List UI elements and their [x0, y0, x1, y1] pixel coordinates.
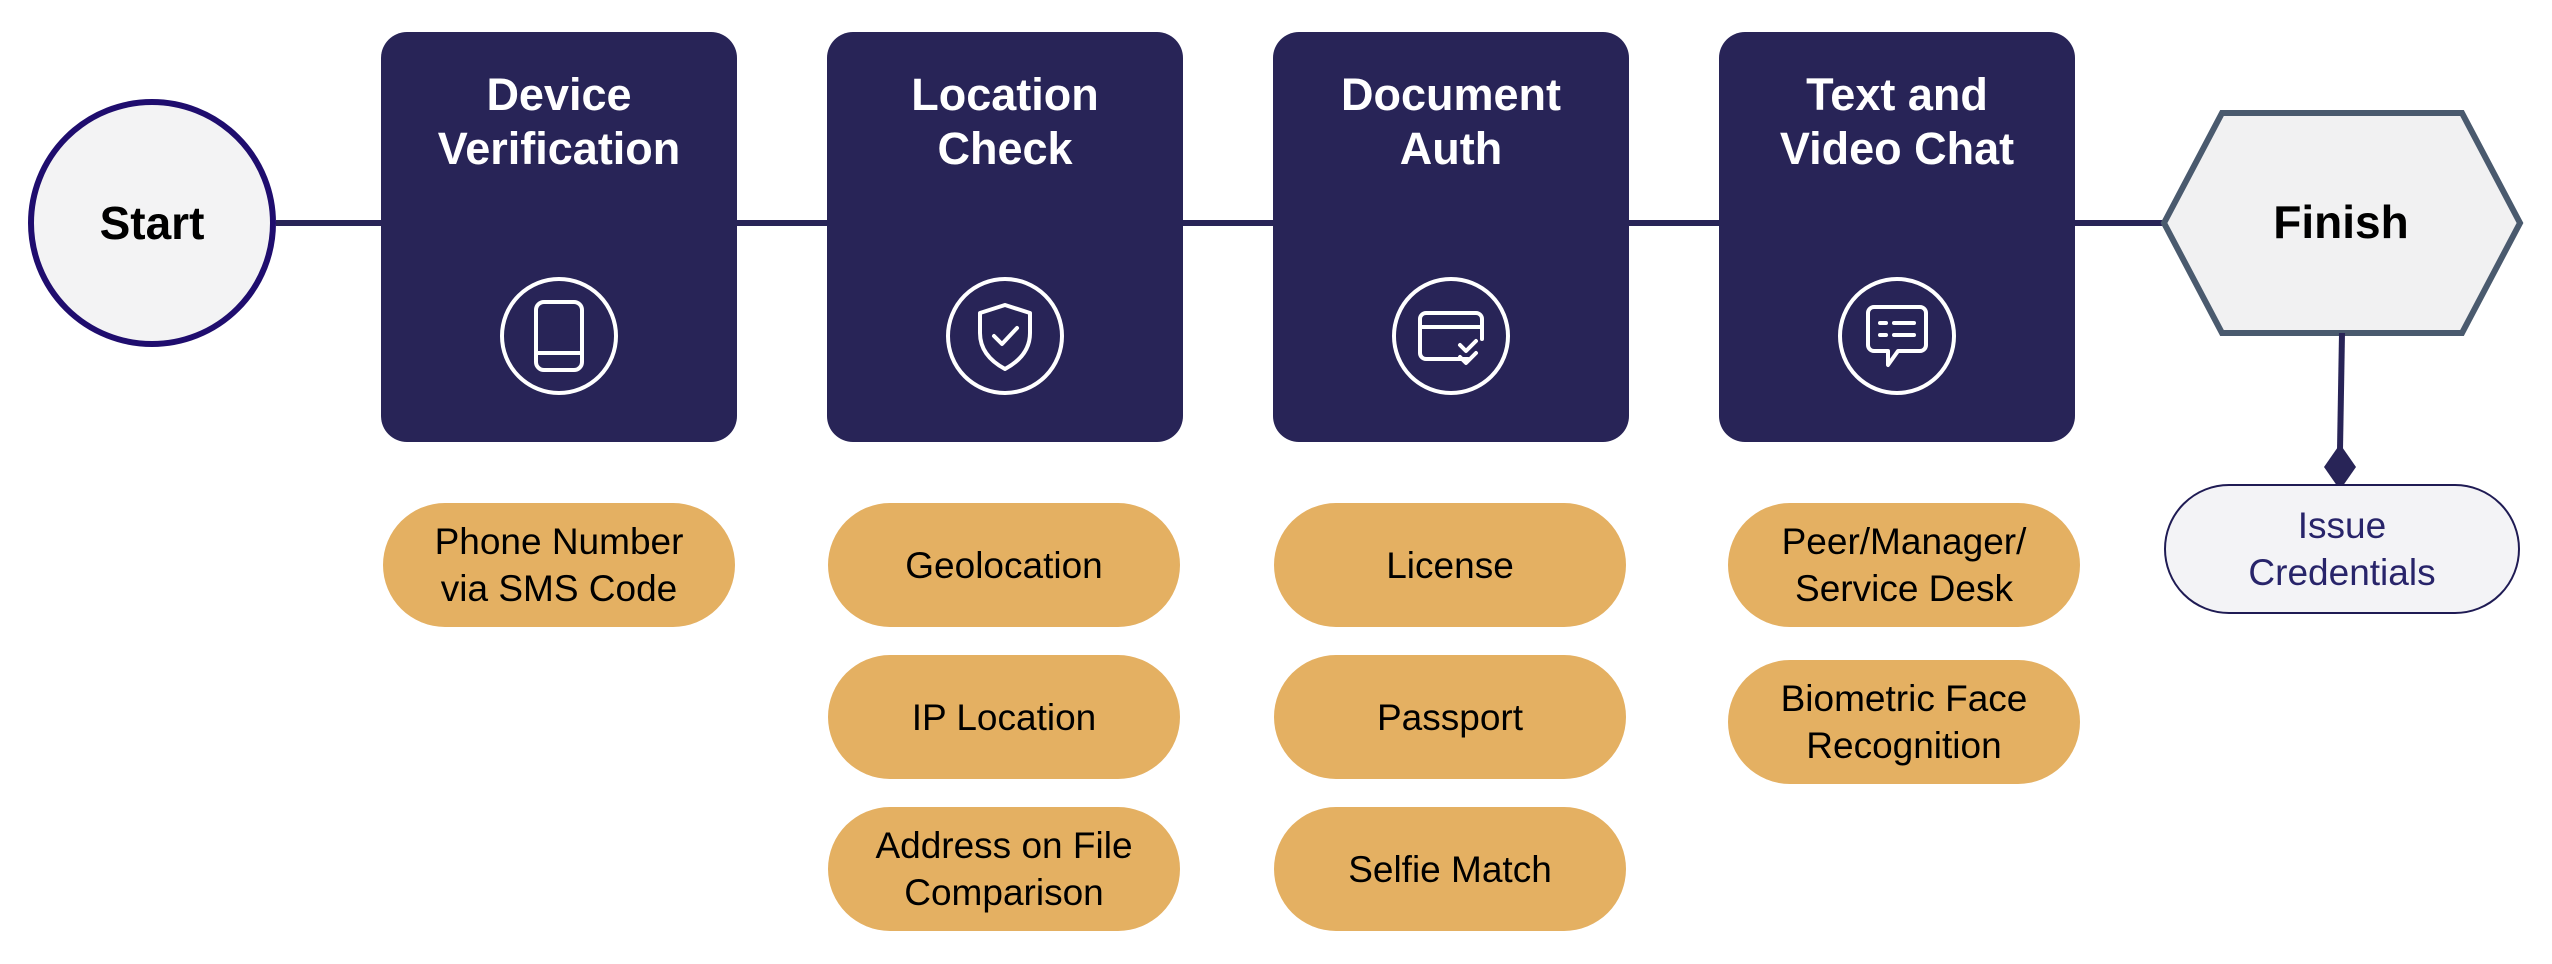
- step-title: Location Check: [911, 69, 1099, 174]
- step-document-auth: Document Auth: [1273, 32, 1629, 442]
- pill-selfie-match: Selfie Match: [1274, 807, 1626, 931]
- pill-ip-location: IP Location: [828, 655, 1180, 779]
- step-device-verification: Device Verification: [381, 32, 737, 442]
- step-text-video-chat: Text and Video Chat: [1719, 32, 2075, 442]
- pill-geolocation: Geolocation: [828, 503, 1180, 627]
- pill-license: License: [1274, 503, 1626, 627]
- finish-label: Finish: [2273, 196, 2409, 248]
- start-label: Start: [99, 197, 205, 249]
- phone-icon: [500, 277, 618, 395]
- step-location-check: Location Check: [827, 32, 1183, 442]
- step-title: Text and Video Chat: [1779, 69, 2015, 174]
- id-card-check-icon: [1392, 277, 1510, 395]
- finish-hexagon: [2160, 110, 2524, 336]
- finish-node: Finish: [2160, 112, 2522, 332]
- pill-peer-manager-service-desk: Peer/Manager/Service Desk: [1728, 503, 2080, 627]
- start-node: Start: [28, 99, 276, 347]
- shield-check-icon: [946, 277, 1064, 395]
- diamond-connector-icon: [2324, 444, 2356, 490]
- pill-passport: Passport: [1274, 655, 1626, 779]
- chat-bubble-icon: [1838, 277, 1956, 395]
- finish-output-line: [2337, 332, 2345, 451]
- step-title: Device Verification: [437, 69, 681, 174]
- step-title: Document Auth: [1340, 69, 1561, 174]
